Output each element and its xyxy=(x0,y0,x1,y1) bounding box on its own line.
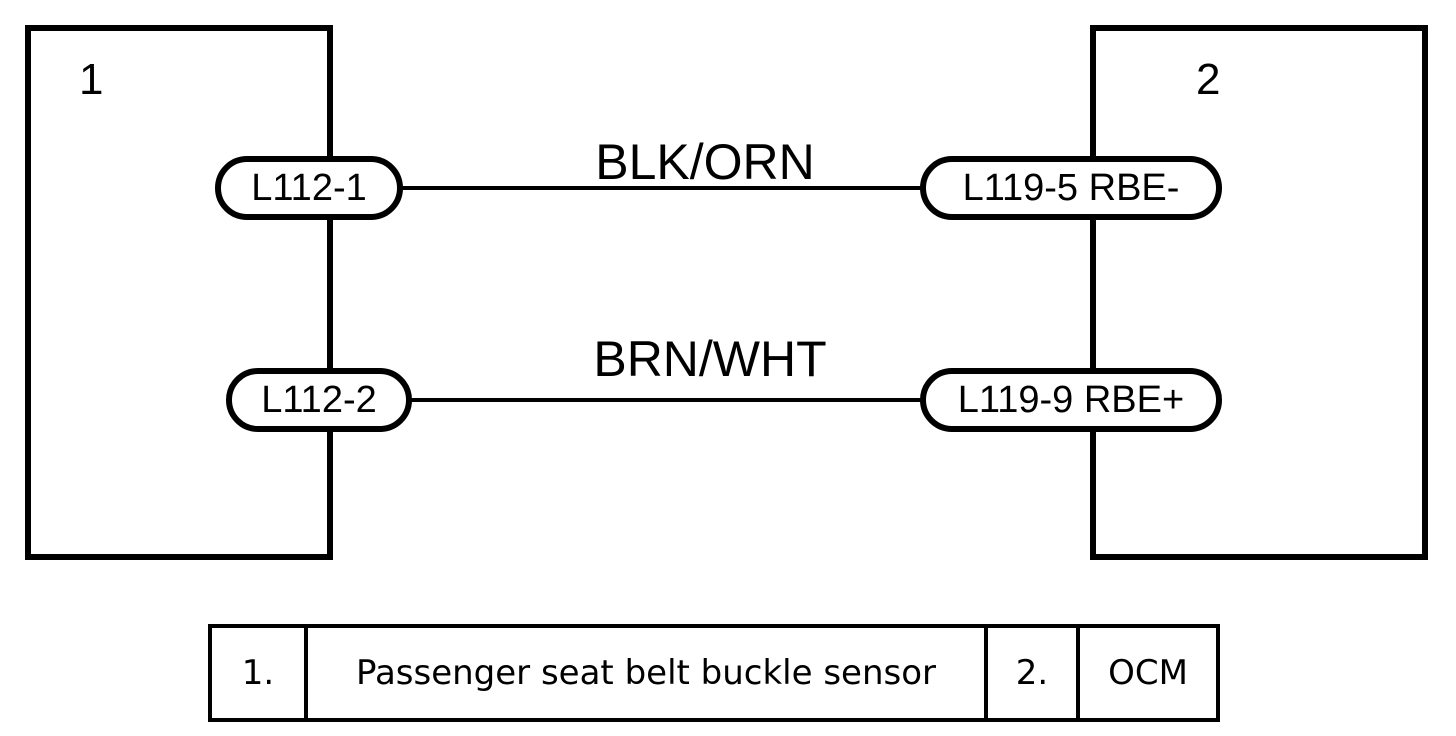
wire-top-color-label: BLK/ORN xyxy=(595,134,815,190)
component-2-number: 2 xyxy=(1196,55,1221,104)
legend-item-2-description: OCM xyxy=(1076,628,1216,718)
legend-item-1-number: 1. xyxy=(241,653,275,693)
legend-table: 1. Passenger seat belt buckle sensor 2. … xyxy=(208,624,1220,722)
pin-l112-2: L112-2 xyxy=(226,368,412,432)
pin-l119-5: L119-5 RBE- xyxy=(920,156,1222,220)
component-2-box: 2 xyxy=(1090,25,1428,560)
component-1-number: 1 xyxy=(79,55,104,104)
legend-item-1-description: Passenger seat belt buckle sensor xyxy=(304,628,984,718)
pin-l112-1: L112-1 xyxy=(215,156,403,220)
wire-top xyxy=(400,186,925,190)
legend-item-2-number: 2. xyxy=(984,628,1076,718)
pin-l119-9: L119-9 RBE+ xyxy=(920,368,1222,432)
component-1-box: 1 xyxy=(25,25,333,560)
wire-bottom xyxy=(410,398,925,402)
wire-bottom-color-label: BRN/WHT xyxy=(593,331,827,387)
